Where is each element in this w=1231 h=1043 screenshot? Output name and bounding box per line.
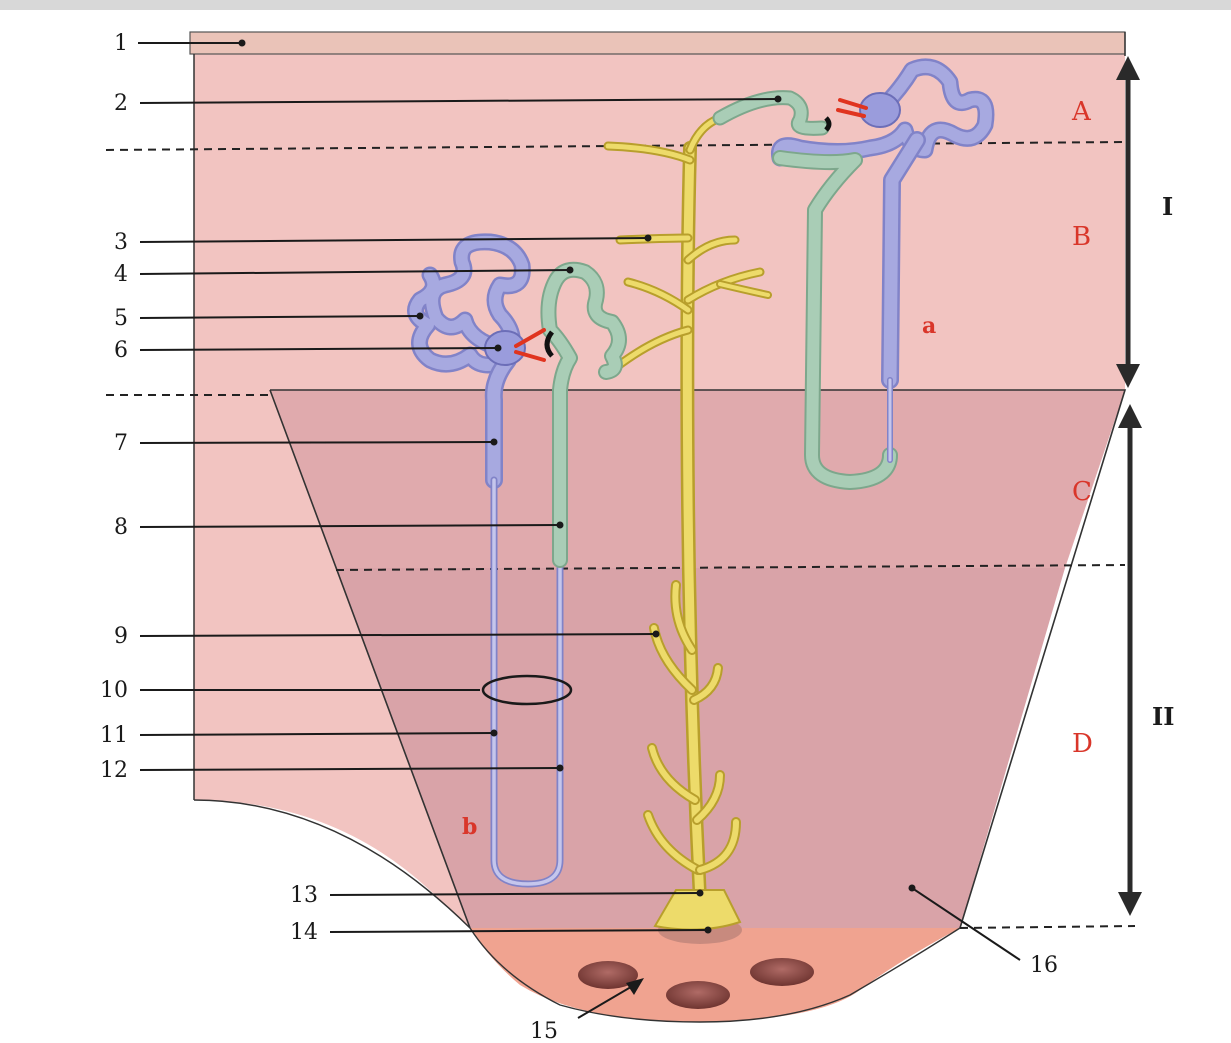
- label-8: 8: [114, 515, 128, 540]
- label-16: 16: [1030, 953, 1058, 978]
- zone-boundary-d-bottom: [960, 926, 1135, 928]
- label-2: 2: [114, 91, 128, 116]
- label-3: 3: [114, 230, 128, 255]
- capsule-layer: [190, 32, 1125, 54]
- label-11: 11: [100, 723, 128, 748]
- label-1: 1: [114, 31, 128, 56]
- label-13: 13: [290, 883, 318, 908]
- zone-label-d: D: [1072, 729, 1093, 759]
- nephron-label-b: b: [462, 814, 477, 840]
- nephron-label-a: a: [922, 313, 936, 339]
- label-10: 10: [100, 678, 128, 703]
- label-6: 6: [114, 338, 128, 363]
- zone-label-c: C: [1072, 477, 1092, 507]
- zone-label-a: A: [1071, 97, 1092, 127]
- region-label-i: I: [1162, 192, 1173, 221]
- medulla-outer-zone: [270, 390, 1125, 568]
- label-15: 15: [530, 1019, 558, 1043]
- top-shade: [0, 0, 1231, 10]
- papillary-opening: [666, 981, 730, 1009]
- label-4: 4: [114, 262, 128, 287]
- label-12: 12: [100, 758, 128, 783]
- papillary-opening: [750, 958, 814, 986]
- region-label-ii: II: [1152, 702, 1174, 731]
- zone-label-b: B: [1072, 222, 1091, 252]
- region-arrow-ii: [1118, 404, 1142, 916]
- label-9: 9: [114, 624, 128, 649]
- label-5: 5: [114, 306, 128, 331]
- label-7: 7: [114, 431, 128, 456]
- label-14: 14: [290, 920, 318, 945]
